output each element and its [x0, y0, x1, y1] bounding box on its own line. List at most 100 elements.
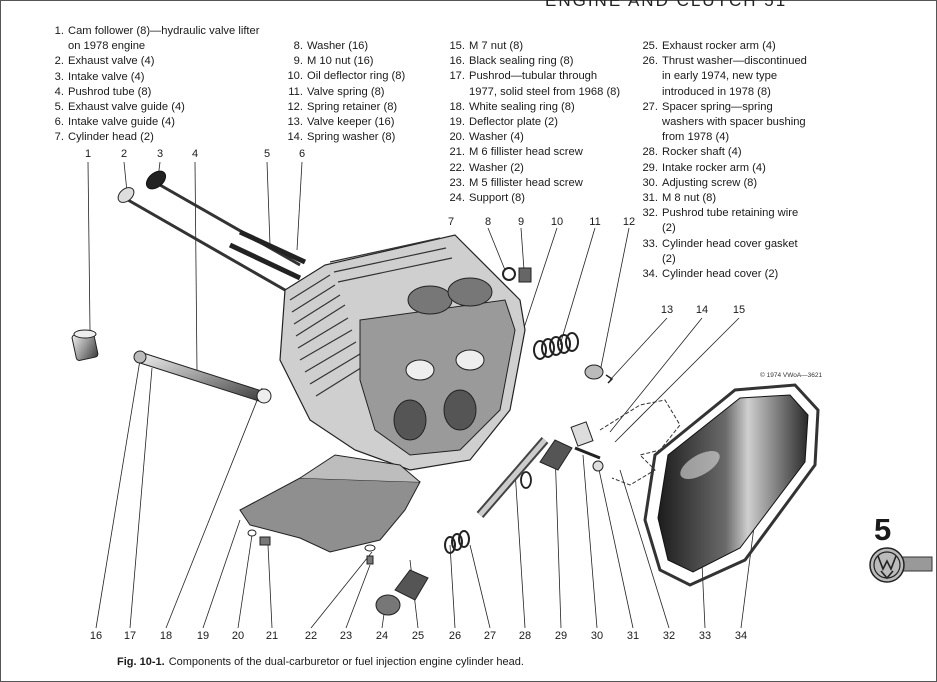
callout-17: 17: [123, 630, 137, 642]
legend-item-text: Exhaust rocker arm (4): [662, 40, 776, 52]
legend-item-number: 13.: [287, 116, 303, 129]
legend-item-number: 5.: [54, 101, 64, 114]
legend-item-text: Spring washer (8): [307, 131, 396, 144]
legend-item-text: Cylinder head cover (2): [662, 268, 779, 281]
legend-item-text: White sealing ring (8): [469, 100, 575, 113]
legend-column-3: 15.M 7 nut (8)16.Black sealing ring (8)1…: [447, 39, 620, 206]
cylinder-head-cover: [643, 383, 820, 587]
callout-28: 28: [518, 630, 532, 642]
legend-item-number: 9.: [293, 55, 303, 68]
legend-item-text: Adjusting screw (8): [662, 176, 758, 189]
callout-29: 29: [554, 630, 568, 642]
legend-item-text: Washer (2): [469, 161, 524, 174]
legend-item-number: 18.: [449, 100, 465, 113]
legend-item-number: 15.: [449, 40, 465, 52]
legend-item: 9. M 10 nut (16): [287, 54, 405, 69]
legend-item-text: Deflector plate (2): [469, 116, 558, 129]
legend-item: 27.Spacer spring—spring: [640, 100, 807, 115]
legend-item-text: Intake valve (4): [68, 70, 145, 83]
legend-item-number: 20.: [449, 131, 465, 144]
legend-item-number: 28.: [642, 146, 658, 159]
legend-item-number: 1.: [54, 25, 64, 37]
legend-item-text: Cylinder head cover gasket: [662, 237, 798, 250]
legend-item-text: M 5 fillister head screw: [469, 176, 583, 189]
callout-33: 33: [698, 630, 712, 642]
callout-27: 27: [483, 630, 497, 642]
legend-item-continuation: on 1978 engine: [68, 40, 146, 53]
legend-item: 25.Exhaust rocker arm (4): [640, 39, 807, 54]
legend-item-number: 34.: [642, 268, 658, 281]
callout-31: 31: [626, 630, 640, 642]
callout-16: 16: [89, 630, 103, 642]
callout-19: 19: [196, 630, 210, 642]
legend-item: 14.Spring washer (8): [287, 130, 405, 145]
legend-item-number: 10.: [287, 70, 303, 83]
figure-caption-text: Components of the dual-carburetor or fue…: [168, 656, 524, 668]
legend-item-text: Pushrod tube retaining wire: [662, 207, 799, 220]
callout-30: 30: [590, 630, 604, 642]
legend-item-number: 23.: [449, 176, 465, 189]
legend-item: 4.Pushrod tube (8): [48, 85, 260, 100]
legend-item: 3.Intake valve (4): [48, 70, 260, 85]
legend-item-number: 2.: [54, 55, 64, 68]
callout-6: 6: [298, 148, 306, 160]
callout-5: 5: [263, 148, 271, 160]
legend-item: 31.M 8 nut (8): [640, 191, 807, 206]
legend-item-text: M 6 fillister head screw: [469, 146, 583, 159]
callout-22: 22: [304, 630, 318, 642]
callout-13: 13: [660, 304, 674, 316]
legend-item-text: Exhaust valve guide (4): [68, 101, 185, 114]
legend-item-number: 12.: [287, 100, 303, 113]
legend-item: 13. Valve keeper (16): [287, 115, 405, 130]
callout-10: 10: [550, 216, 564, 228]
legend-item-text: Thrust washer—discontinued: [662, 55, 807, 68]
callout-23: 23: [339, 630, 353, 642]
legend-item: 24.Support (8): [447, 191, 620, 206]
legend-item-number: 21.: [449, 146, 465, 159]
legend-item: 33. Cylinder head cover gasket: [640, 237, 807, 252]
legend-column-2: 8.Washer (16)9. M 10 nut (16) 10. Oil defle…: [287, 39, 405, 145]
legend-item-text: Pushrod tube (8): [68, 85, 152, 98]
legend-item-number: 29.: [642, 161, 658, 174]
callout-14: 14: [695, 304, 709, 316]
legend-item-number: 32.: [642, 207, 658, 220]
callout-18: 18: [159, 630, 173, 642]
legend-item: 1. Cam follower (8)—hydraulic valve lifte…: [48, 24, 260, 39]
legend-column-1: 1. Cam follower (8)—hydraulic valve lifte…: [48, 24, 260, 146]
legend-item-text: Cam follower (8)—hydraulic valve lifter: [68, 25, 260, 37]
legend-item-text: Valve spring (8): [307, 85, 385, 98]
callout-15: 15: [732, 304, 746, 316]
callout-24: 24: [375, 630, 389, 642]
legend-item-text: Exhaust valve (4): [68, 55, 155, 68]
legend-item-text: Valve keeper (16): [307, 116, 395, 129]
rocker-assembly: [247, 421, 604, 616]
legend-item-continuation: from 1978 (4): [662, 131, 730, 144]
page-header: ENGINE AND CLUTCH 51: [545, 0, 788, 10]
legend-item-text: Washer (16): [307, 40, 369, 52]
callout-4: 4: [191, 148, 199, 160]
legend-item: 11.Valve spring (8): [287, 85, 405, 100]
legend-item-number: 31.: [642, 192, 658, 205]
copyright-note: © 1974 VWoA—3621: [760, 372, 823, 379]
legend-item: 10. Oil deflector ring (8): [287, 69, 405, 84]
legend-item: 12.Spring retainer (8): [287, 100, 405, 115]
legend-item: 26.Thrust washer—discontinued: [640, 54, 807, 69]
callout-8: 8: [484, 216, 492, 228]
legend-item: 30.Adjusting screw (8): [640, 176, 807, 191]
legend-item: 8.Washer (16): [287, 39, 405, 54]
vw-logo-tab: [869, 547, 933, 583]
legend-item-continuation: (2): [662, 252, 676, 265]
legend-item-continuation: 1977, solid steel from 1968 (8): [469, 85, 621, 98]
leader-lines-bottom: [95, 359, 761, 629]
legend-item-text: Pushrod—tubular through: [469, 70, 598, 83]
legend-item-text: M 10 nut (16): [307, 55, 374, 68]
legend-item-text: Washer (4): [469, 131, 524, 144]
legend-item: 34. Cylinder head cover (2): [640, 267, 807, 282]
valves: [117, 170, 307, 292]
legend-item: 7.Cylinder head (2): [48, 130, 260, 145]
callout-1: 1: [84, 148, 92, 160]
legend-item-text: Oil deflector ring (8): [307, 70, 406, 83]
legend-item-number: 33.: [642, 237, 658, 250]
legend-item-number: 7.: [54, 131, 64, 144]
legend-item: 22.Washer (2): [447, 161, 620, 176]
